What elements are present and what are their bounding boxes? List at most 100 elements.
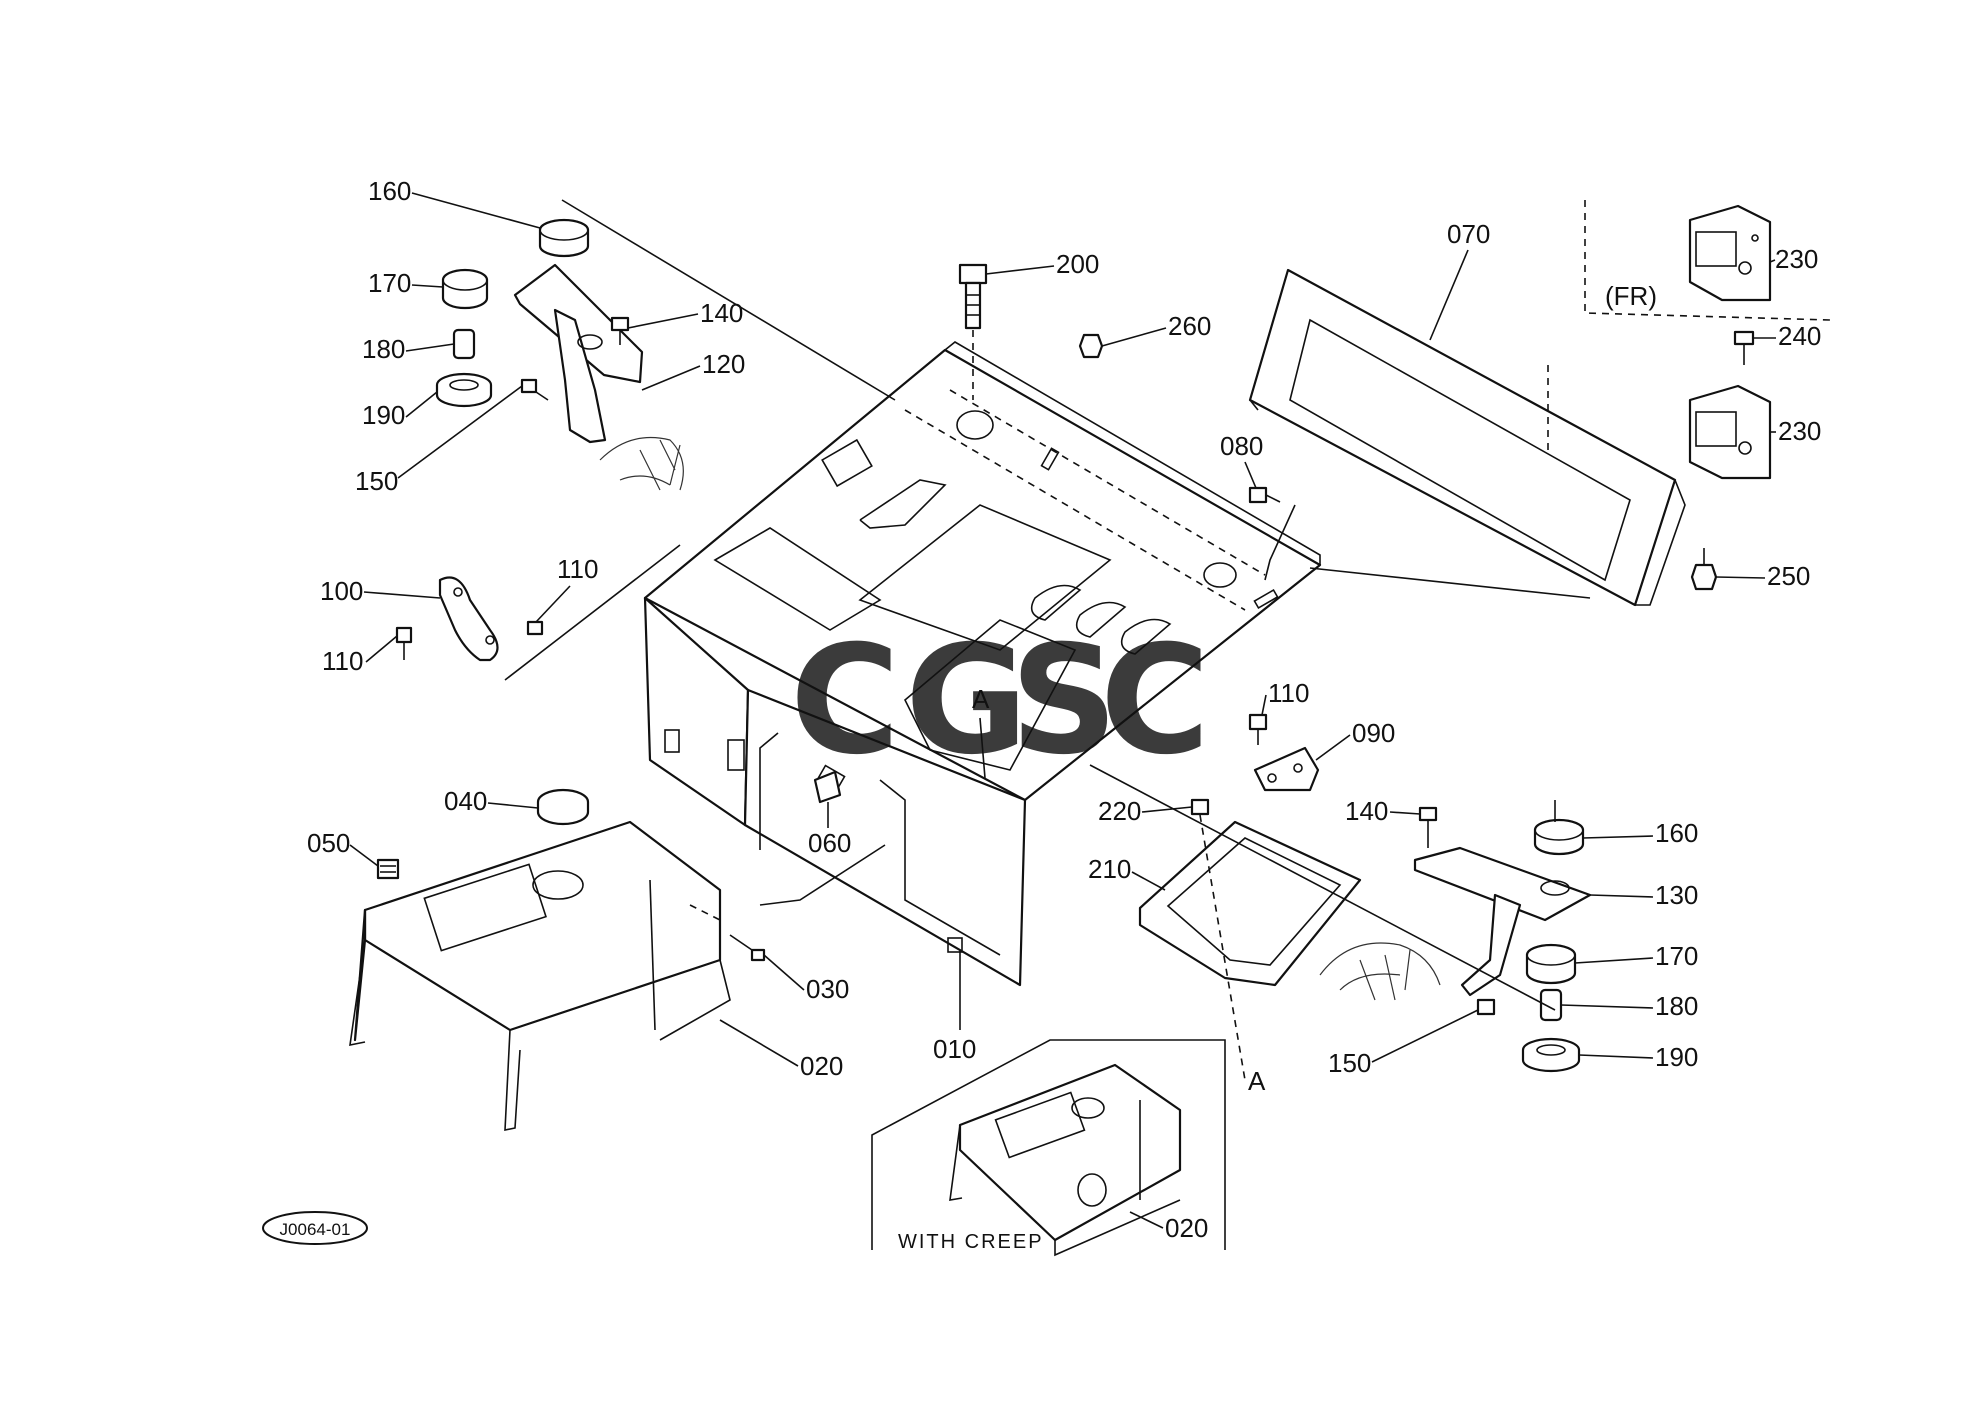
washer-190-right bbox=[1521, 1037, 1581, 1073]
leader-line-180 bbox=[405, 343, 455, 352]
leader-line-260 bbox=[1101, 327, 1167, 347]
front-boundary-line bbox=[1584, 200, 1831, 321]
nut-250 bbox=[1690, 548, 1718, 591]
callout-240: 240 bbox=[1778, 321, 1821, 351]
collar-180-left bbox=[452, 328, 476, 360]
assembly-lines bbox=[504, 199, 1591, 1011]
plug-050 bbox=[376, 858, 400, 880]
watermark-letter-g: G bbox=[905, 614, 1028, 788]
callout-180: 180 bbox=[362, 334, 405, 364]
callout-160: 160 bbox=[368, 176, 411, 206]
leader-line-140 bbox=[1389, 811, 1421, 815]
callout-050: 050 bbox=[307, 828, 350, 858]
leader-line-190 bbox=[1578, 1054, 1654, 1059]
callout-200: 200 bbox=[1056, 249, 1099, 279]
bolt-110-left-b bbox=[395, 626, 413, 660]
callout-080: 080 bbox=[1220, 431, 1263, 461]
cgsc-watermark: C G S C bbox=[790, 614, 1210, 788]
callout-250: 250 bbox=[1767, 561, 1810, 591]
callout-140: 140 bbox=[1345, 796, 1388, 826]
callout-030: 030 bbox=[806, 974, 849, 1004]
callout-160: 160 bbox=[1655, 818, 1698, 848]
leader-line-110 bbox=[535, 585, 571, 623]
callout-130: 130 bbox=[1655, 880, 1698, 910]
callout-220: 220 bbox=[1098, 796, 1141, 826]
section-marker-bottom: A bbox=[1248, 1066, 1266, 1096]
leader-line-020 bbox=[719, 1019, 799, 1067]
callout-090: 090 bbox=[1352, 718, 1395, 748]
callout-180: 180 bbox=[1655, 991, 1698, 1021]
callout-010: 010 bbox=[933, 1034, 976, 1064]
latch-230-lower bbox=[1688, 384, 1772, 480]
leader-line-160 bbox=[1582, 835, 1654, 839]
rubber-170-left bbox=[441, 268, 489, 310]
callout-260: 260 bbox=[1168, 311, 1211, 341]
bolt-240 bbox=[1733, 330, 1755, 365]
callout-210: 210 bbox=[1088, 854, 1131, 884]
callout-170: 170 bbox=[1655, 941, 1698, 971]
bolt-140-right bbox=[1418, 806, 1438, 848]
bolt-150-right bbox=[1476, 998, 1496, 1016]
callout-230: 230 bbox=[1778, 416, 1821, 446]
leader-line-030 bbox=[763, 954, 805, 991]
bolt-140-left bbox=[610, 316, 630, 345]
callout-100: 100 bbox=[320, 576, 363, 606]
bracket-090 bbox=[1253, 746, 1320, 792]
callout-020: 020 bbox=[1165, 1213, 1208, 1243]
callout-230: 230 bbox=[1775, 244, 1818, 274]
washer-190-left bbox=[435, 372, 493, 408]
leader-line-160 bbox=[411, 192, 541, 229]
spacer-060 bbox=[813, 770, 842, 804]
nut-260 bbox=[1078, 333, 1104, 359]
callout-170: 170 bbox=[368, 268, 411, 298]
inset-with-creep: WITH CREEP bbox=[871, 1039, 1226, 1257]
mount-bracket-120 bbox=[513, 263, 644, 444]
leader-line-250 bbox=[1715, 576, 1766, 579]
hidden-frame-right bbox=[1319, 942, 1441, 1001]
latch-230-upper bbox=[1688, 204, 1772, 302]
leader-line-020 bbox=[1129, 1211, 1164, 1229]
watermark-letter-s: S bbox=[1010, 614, 1118, 788]
bolt-150-left bbox=[520, 378, 549, 401]
cap-040 bbox=[536, 788, 590, 826]
pad-210 bbox=[1138, 820, 1362, 987]
leader-line-150 bbox=[397, 385, 523, 479]
rubber-170-right bbox=[1525, 943, 1577, 985]
leader-line-120 bbox=[641, 365, 701, 391]
section-marker-top: A bbox=[972, 684, 990, 714]
leader-line-040 bbox=[487, 802, 539, 809]
rubber-160-top-left bbox=[538, 218, 590, 258]
callout-190: 190 bbox=[362, 400, 405, 430]
callout-120: 120 bbox=[702, 349, 745, 379]
leader-line-170 bbox=[1574, 957, 1654, 964]
callout-110: 110 bbox=[557, 554, 598, 584]
callout-110: 110 bbox=[322, 646, 363, 676]
callout-140: 140 bbox=[700, 298, 743, 328]
bolt-110-right bbox=[1248, 713, 1268, 745]
mount-bracket-130 bbox=[1413, 846, 1592, 997]
leader-line-150 bbox=[1371, 1009, 1479, 1063]
bolt-200 bbox=[958, 263, 988, 400]
fastener-080 bbox=[1248, 486, 1296, 581]
callout-020: 020 bbox=[800, 1051, 843, 1081]
leader-line-100 bbox=[363, 591, 441, 599]
rubber-160-right bbox=[1533, 818, 1585, 856]
leader-line-110 bbox=[1261, 694, 1267, 716]
diagram-id-badge: J0064-01 bbox=[262, 1211, 368, 1245]
leader-line-090 bbox=[1315, 734, 1351, 761]
leader-line-050 bbox=[349, 844, 379, 867]
callout-060: 060 bbox=[808, 828, 851, 858]
leader-line-230 bbox=[1769, 259, 1776, 263]
leader-line-180 bbox=[1560, 1004, 1654, 1009]
leader-line-220 bbox=[1141, 806, 1193, 813]
callout-070: 070 bbox=[1447, 219, 1490, 249]
diagram-id: J0064-01 bbox=[280, 1220, 351, 1239]
callout-150: 150 bbox=[355, 466, 398, 496]
leader-line-200 bbox=[985, 265, 1055, 275]
leader-line-080 bbox=[1244, 461, 1257, 489]
callout-110: 110 bbox=[1268, 678, 1309, 708]
clamp-100 bbox=[438, 576, 499, 662]
callout-layer: 160 170 180 190 150 140 120 200 260 070 230 240 230 0… bbox=[307, 176, 1821, 1243]
leader-line-140 bbox=[627, 313, 699, 329]
leader-line-070 bbox=[1429, 249, 1469, 341]
